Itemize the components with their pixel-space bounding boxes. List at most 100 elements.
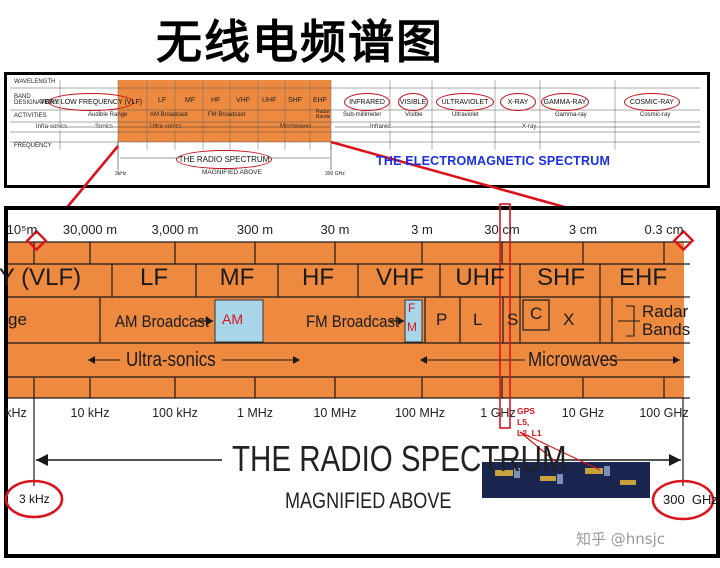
wavelength-label: 3 m [411, 222, 433, 237]
frequency-label: kHz [5, 406, 27, 420]
fm-broadcast-label: FM Broadcast [306, 312, 400, 331]
radio-band-region [8, 242, 684, 398]
ov-end-end: 300 GHz [325, 171, 345, 177]
gps-label: GPS [517, 406, 535, 416]
ov-band: LF [158, 97, 167, 104]
radar-x: X [563, 310, 575, 329]
end-frequency: 300 GHz [663, 492, 718, 507]
ov-band: HF [211, 97, 221, 104]
ov-band: EHF [313, 97, 327, 104]
frequency-label: 100 MHz [394, 406, 446, 420]
radar-p: P [436, 310, 448, 329]
band-lf: LF [139, 264, 169, 291]
ov-row-label: WAVELENGTH [14, 79, 56, 85]
ov-magnified: MAGNIFIED ABOVE [202, 169, 262, 176]
em-spectrum-title: THE ELECTROMAGNETIC SPECTRUM [376, 154, 611, 168]
ov-band-cosmic: COSMIC-RAY [624, 93, 680, 111]
ov-band: SHF [288, 97, 302, 104]
ov-end-start: 3kHz [115, 171, 127, 177]
magnified-above-caption: MAGNIFIED ABOVE [285, 488, 452, 513]
ov-band-ultraviolet: ULTRAVIOLET [436, 93, 494, 111]
ov-activity: Gamma-ray [555, 112, 587, 118]
wavelength-label: 10⁵m [6, 222, 38, 237]
start-oval [4, 479, 64, 519]
gps-l2-l1: L2, L1 [517, 428, 542, 438]
start-frequency: 3 kHz [19, 492, 50, 506]
ov-band-vlf: VERY LOW FREQUENCY (VLF) [40, 93, 142, 111]
ov-row-label: ACTIVITIES [14, 113, 47, 119]
radio-spectrum-caption: THE RADIO SPECTRUM [232, 438, 567, 479]
ov-sub: Sonics [95, 124, 114, 130]
band-vlf: Y (VLF) [0, 264, 82, 291]
wavelength-label: 30,000 m [62, 222, 118, 237]
ov-sub: Infra-sonics [36, 124, 68, 130]
watermark: 知乎 @hnsjc [576, 530, 666, 548]
frequency-label: 10 MHz [313, 406, 357, 420]
ov-activity: Audible Range [88, 112, 128, 118]
frequency-label: 1 MHz [236, 406, 274, 420]
ov-activity: FM Broadcast [208, 112, 246, 118]
frequency-label: 100 kHz [152, 406, 198, 420]
gps-l5: L5, [517, 417, 530, 427]
wavelength-label: 300 m [236, 222, 274, 237]
frequency-label: 100 GHz [639, 406, 689, 420]
ov-activity: Radar Bands [316, 109, 331, 120]
gps-marker [499, 203, 511, 429]
wavelength-label: 0.3 cm [644, 222, 684, 237]
am-box-label: AM [222, 311, 243, 327]
ov-band: UHF [262, 97, 277, 104]
ov-row-label: BAND DESIGNATIONS [14, 94, 59, 106]
radar-bands-line2: Bands [642, 320, 691, 339]
radar-bands-line1: Radar [642, 302, 689, 321]
microwaves-label: Microwaves [528, 349, 618, 371]
ov-activity: Cosmic-ray [640, 112, 671, 118]
am-box [214, 299, 264, 343]
am-broadcast-label: AM Broadcast [115, 312, 209, 331]
radar-s: S [507, 310, 519, 329]
radar-c-box [522, 299, 550, 331]
band-vhf: VHF [376, 264, 424, 291]
overview-radio-region [118, 80, 331, 142]
ov-sub: X-ray [522, 124, 537, 130]
fm-box-f: F [408, 301, 416, 315]
band-ehf: EHF [619, 264, 667, 291]
band-uhf: UHF [455, 264, 505, 291]
wavelength-label: 3,000 m [151, 222, 199, 237]
ov-activity: Sub-millimeter [343, 112, 382, 118]
frequency-label: 10 GHz [561, 406, 605, 420]
page-title: 无线电频谱图 [156, 15, 444, 69]
ov-sub: Ultra-sonics [150, 124, 182, 130]
ov-band: MF [185, 97, 196, 104]
wavelength-label: 3 cm [568, 222, 598, 237]
band-hf: HF [302, 264, 334, 291]
ov-band-infrared: INFRARED [344, 93, 390, 111]
ov-sub: Infrared [370, 124, 391, 130]
end-oval [651, 479, 715, 521]
radar-l: L [473, 310, 483, 329]
ov-band-gamma: GAMMA-RAY [541, 93, 589, 111]
ov-activity: Ultraviolet [452, 112, 479, 118]
band-mf: MF [219, 264, 255, 291]
radar-c: C [530, 304, 543, 323]
wavelength-label: 30 cm [484, 222, 520, 237]
band-shf: SHF [537, 264, 585, 291]
fm-box-m: M [407, 320, 417, 334]
ov-radio-spectrum: THE RADIO SPECTRUM [176, 150, 272, 169]
diamond-left [25, 229, 48, 252]
ov-band-xray: X-RAY [500, 93, 536, 111]
diamond-right [672, 229, 695, 252]
ov-sub: Microwaves [280, 124, 312, 130]
frequency-label: 10 kHz [70, 406, 110, 420]
ultrasonics-label: Ultra-sonics [126, 349, 216, 371]
frequency-label: 1 GHz [480, 406, 516, 420]
ov-row-label: FREQUENCY [14, 143, 52, 149]
ov-band-visible: VISIBLE [398, 93, 428, 111]
activity-ge: ge [8, 310, 27, 329]
ov-activity: Visible [405, 112, 423, 118]
gps-annotation: GPS L5, L2, L1 [517, 406, 542, 439]
fm-box [404, 299, 423, 343]
wavelength-label: 30 m [320, 222, 350, 237]
ov-activity: AM Broadcast [150, 112, 188, 118]
